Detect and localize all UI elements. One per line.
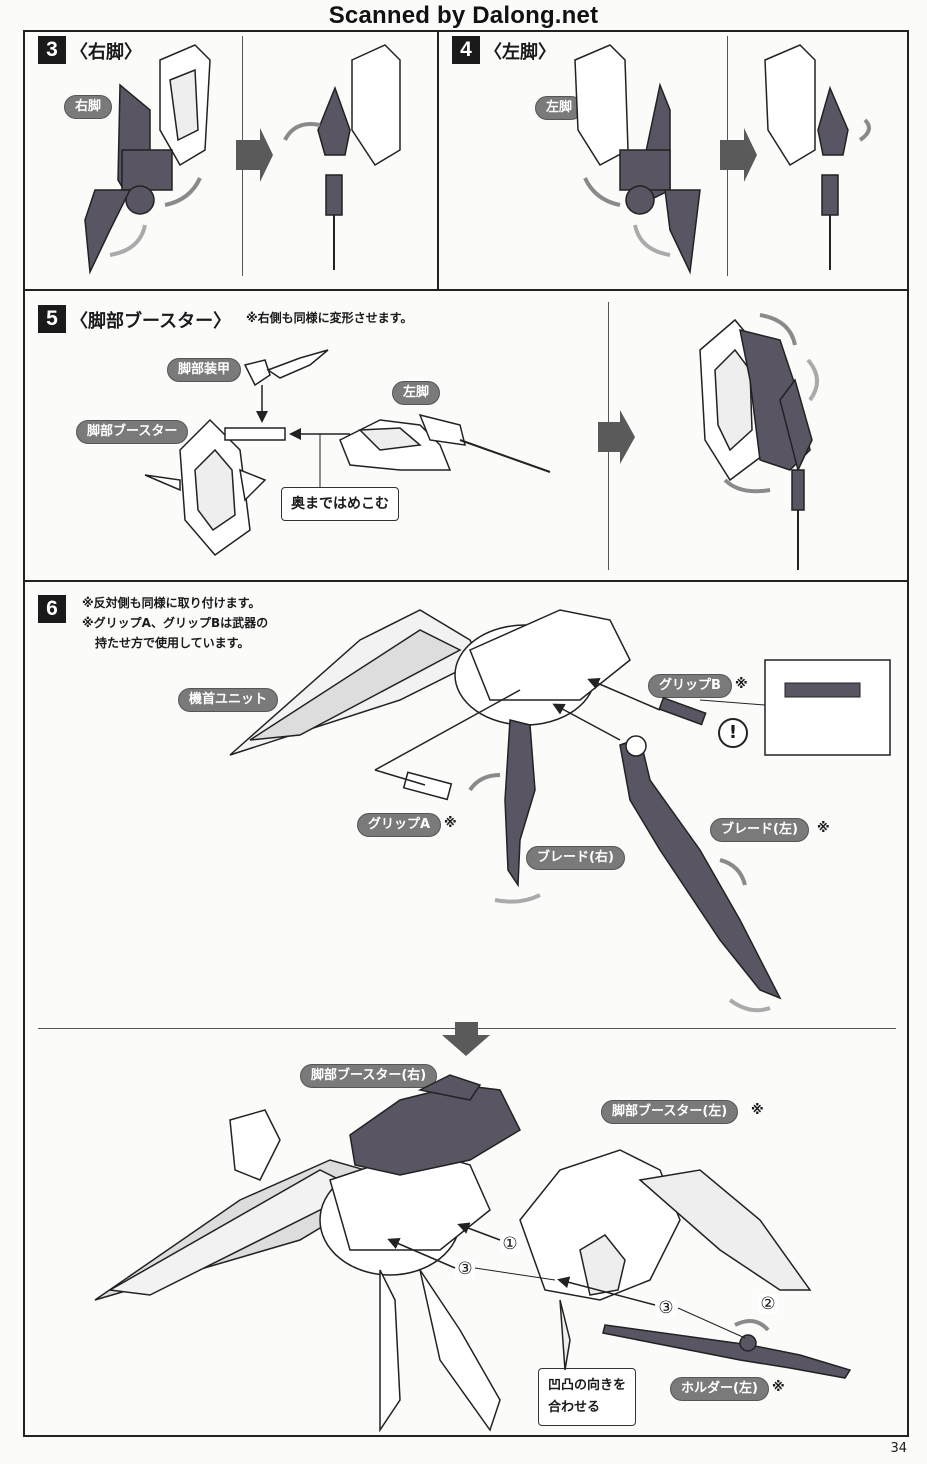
label-grip-b: グリップB [648, 674, 732, 698]
booster-right-lower [349, 1074, 521, 1176]
label-head-unit: 機首ユニット [178, 688, 279, 712]
label-booster-left: 脚部ブースター(左) [601, 1100, 739, 1124]
step5-number: 5 [38, 305, 66, 333]
step5-booster [144, 418, 286, 557]
align-note-line1: 凹凸の向きを [548, 1378, 627, 1393]
callout-1: ① [500, 1234, 520, 1254]
step5-label-left-leg: 左脚 [392, 381, 441, 405]
blade-left-upper [619, 735, 782, 1000]
callout-3b: ③ [656, 1298, 676, 1318]
callout-3b-arrow [557, 1276, 656, 1306]
align-note: 凹凸の向きを 合わせる [538, 1368, 637, 1426]
step3-leg-before [84, 44, 211, 275]
step5-armor [243, 349, 329, 387]
step6-note-2: ※グリップA、グリップBは武器の [82, 616, 269, 630]
rotate-arrow-4a [583, 177, 621, 207]
rotate-arrow-5a [759, 313, 797, 346]
step5-push-in-note: 奥まではめこむ [281, 487, 399, 521]
grip-b-arrow [587, 678, 661, 711]
step4-number: 4 [452, 36, 480, 64]
step5-left-leg [339, 413, 551, 473]
label-grip-a: グリップA [357, 813, 442, 837]
step3-title: 〈右脚〉 [70, 42, 142, 63]
grip-b-asterisk: ※ [735, 677, 748, 692]
step3-next-arrow [236, 128, 273, 182]
callout-3a-arrow [387, 1238, 456, 1269]
blade-left-asterisk: ※ [817, 821, 830, 836]
rotate-arrow-6d [728, 998, 771, 1013]
step5-title: 〈脚部ブースター〉 [70, 311, 232, 332]
step6-number: 6 [38, 595, 66, 623]
rotate-arrow-6c [719, 858, 747, 886]
head-unit-upper [229, 609, 631, 756]
step6-down-arrow [442, 1022, 490, 1056]
assembled-unit-lower [94, 1109, 501, 1433]
divider-row2 [23, 580, 909, 582]
step6-note-1: ※反対側も同様に取り付けます。 [82, 596, 261, 610]
holder-left-asterisk: ※ [772, 1380, 785, 1395]
grip-b-detail-box [699, 659, 891, 756]
callout-3a: ③ [455, 1259, 475, 1279]
rotate-arrow-4c [858, 118, 871, 142]
rotate-arrow-4b [633, 224, 671, 257]
step5-label-booster: 脚部ブースター [76, 420, 189, 444]
step5-note: ※右側も同様に変形させます。 [246, 311, 413, 325]
label-blade-right: ブレード(右) [526, 846, 625, 870]
grip-a-asterisk: ※ [444, 816, 457, 831]
rotate-arrow-6e [734, 1319, 770, 1332]
step5-next-arrow [598, 410, 635, 464]
label-booster-right: 脚部ブースター(右) [300, 1064, 438, 1088]
label-holder-left: ホルダー(左) [670, 1377, 769, 1401]
booster-left-lower [519, 1149, 812, 1371]
grip-a-part [402, 771, 453, 801]
rotate-arrow-5b [806, 358, 819, 402]
step3-label-right-leg: 右脚 [64, 95, 113, 119]
page-frame [23, 30, 909, 1437]
blade-left-arrow [552, 703, 621, 741]
grip-b-part [658, 696, 707, 726]
rotate-arrow-6b [494, 893, 541, 904]
rotate-arrow-5c [723, 478, 771, 494]
warning-mark-1: ! [718, 718, 748, 748]
blade-right-upper [504, 719, 536, 888]
step4-leg-after [764, 44, 849, 270]
step3-leg-after [317, 44, 401, 270]
label-blade-left: ブレード(左) [710, 818, 809, 842]
divider-row1 [23, 289, 909, 291]
rotate-arrow-6a [468, 773, 501, 792]
align-note-line2: 合わせる [548, 1400, 601, 1415]
rotate-arrow-3c [283, 122, 321, 141]
callout-2: ② [758, 1294, 778, 1314]
scan-watermark: Scanned by Dalong.net [328, 2, 599, 29]
rotate-arrow-3a [164, 177, 202, 207]
booster-left-asterisk: ※ [751, 1103, 764, 1118]
divider-step3-4 [437, 30, 439, 290]
holder-left-part [602, 1324, 852, 1379]
step4-leg-before [574, 44, 701, 275]
step6-note-3: 持たせ方で使用しています。 [95, 636, 250, 650]
grip-a-line [374, 689, 521, 771]
step3-number: 3 [38, 36, 66, 64]
rotate-arrow-3b [109, 224, 147, 257]
step4-title: 〈左脚〉 [484, 42, 556, 63]
callout-1-arrow [457, 1222, 501, 1241]
step4-next-arrow [720, 128, 757, 182]
page-number: 34 [890, 1441, 907, 1456]
step5-assembled [699, 318, 813, 570]
step5-label-armor: 脚部装甲 [167, 358, 242, 382]
